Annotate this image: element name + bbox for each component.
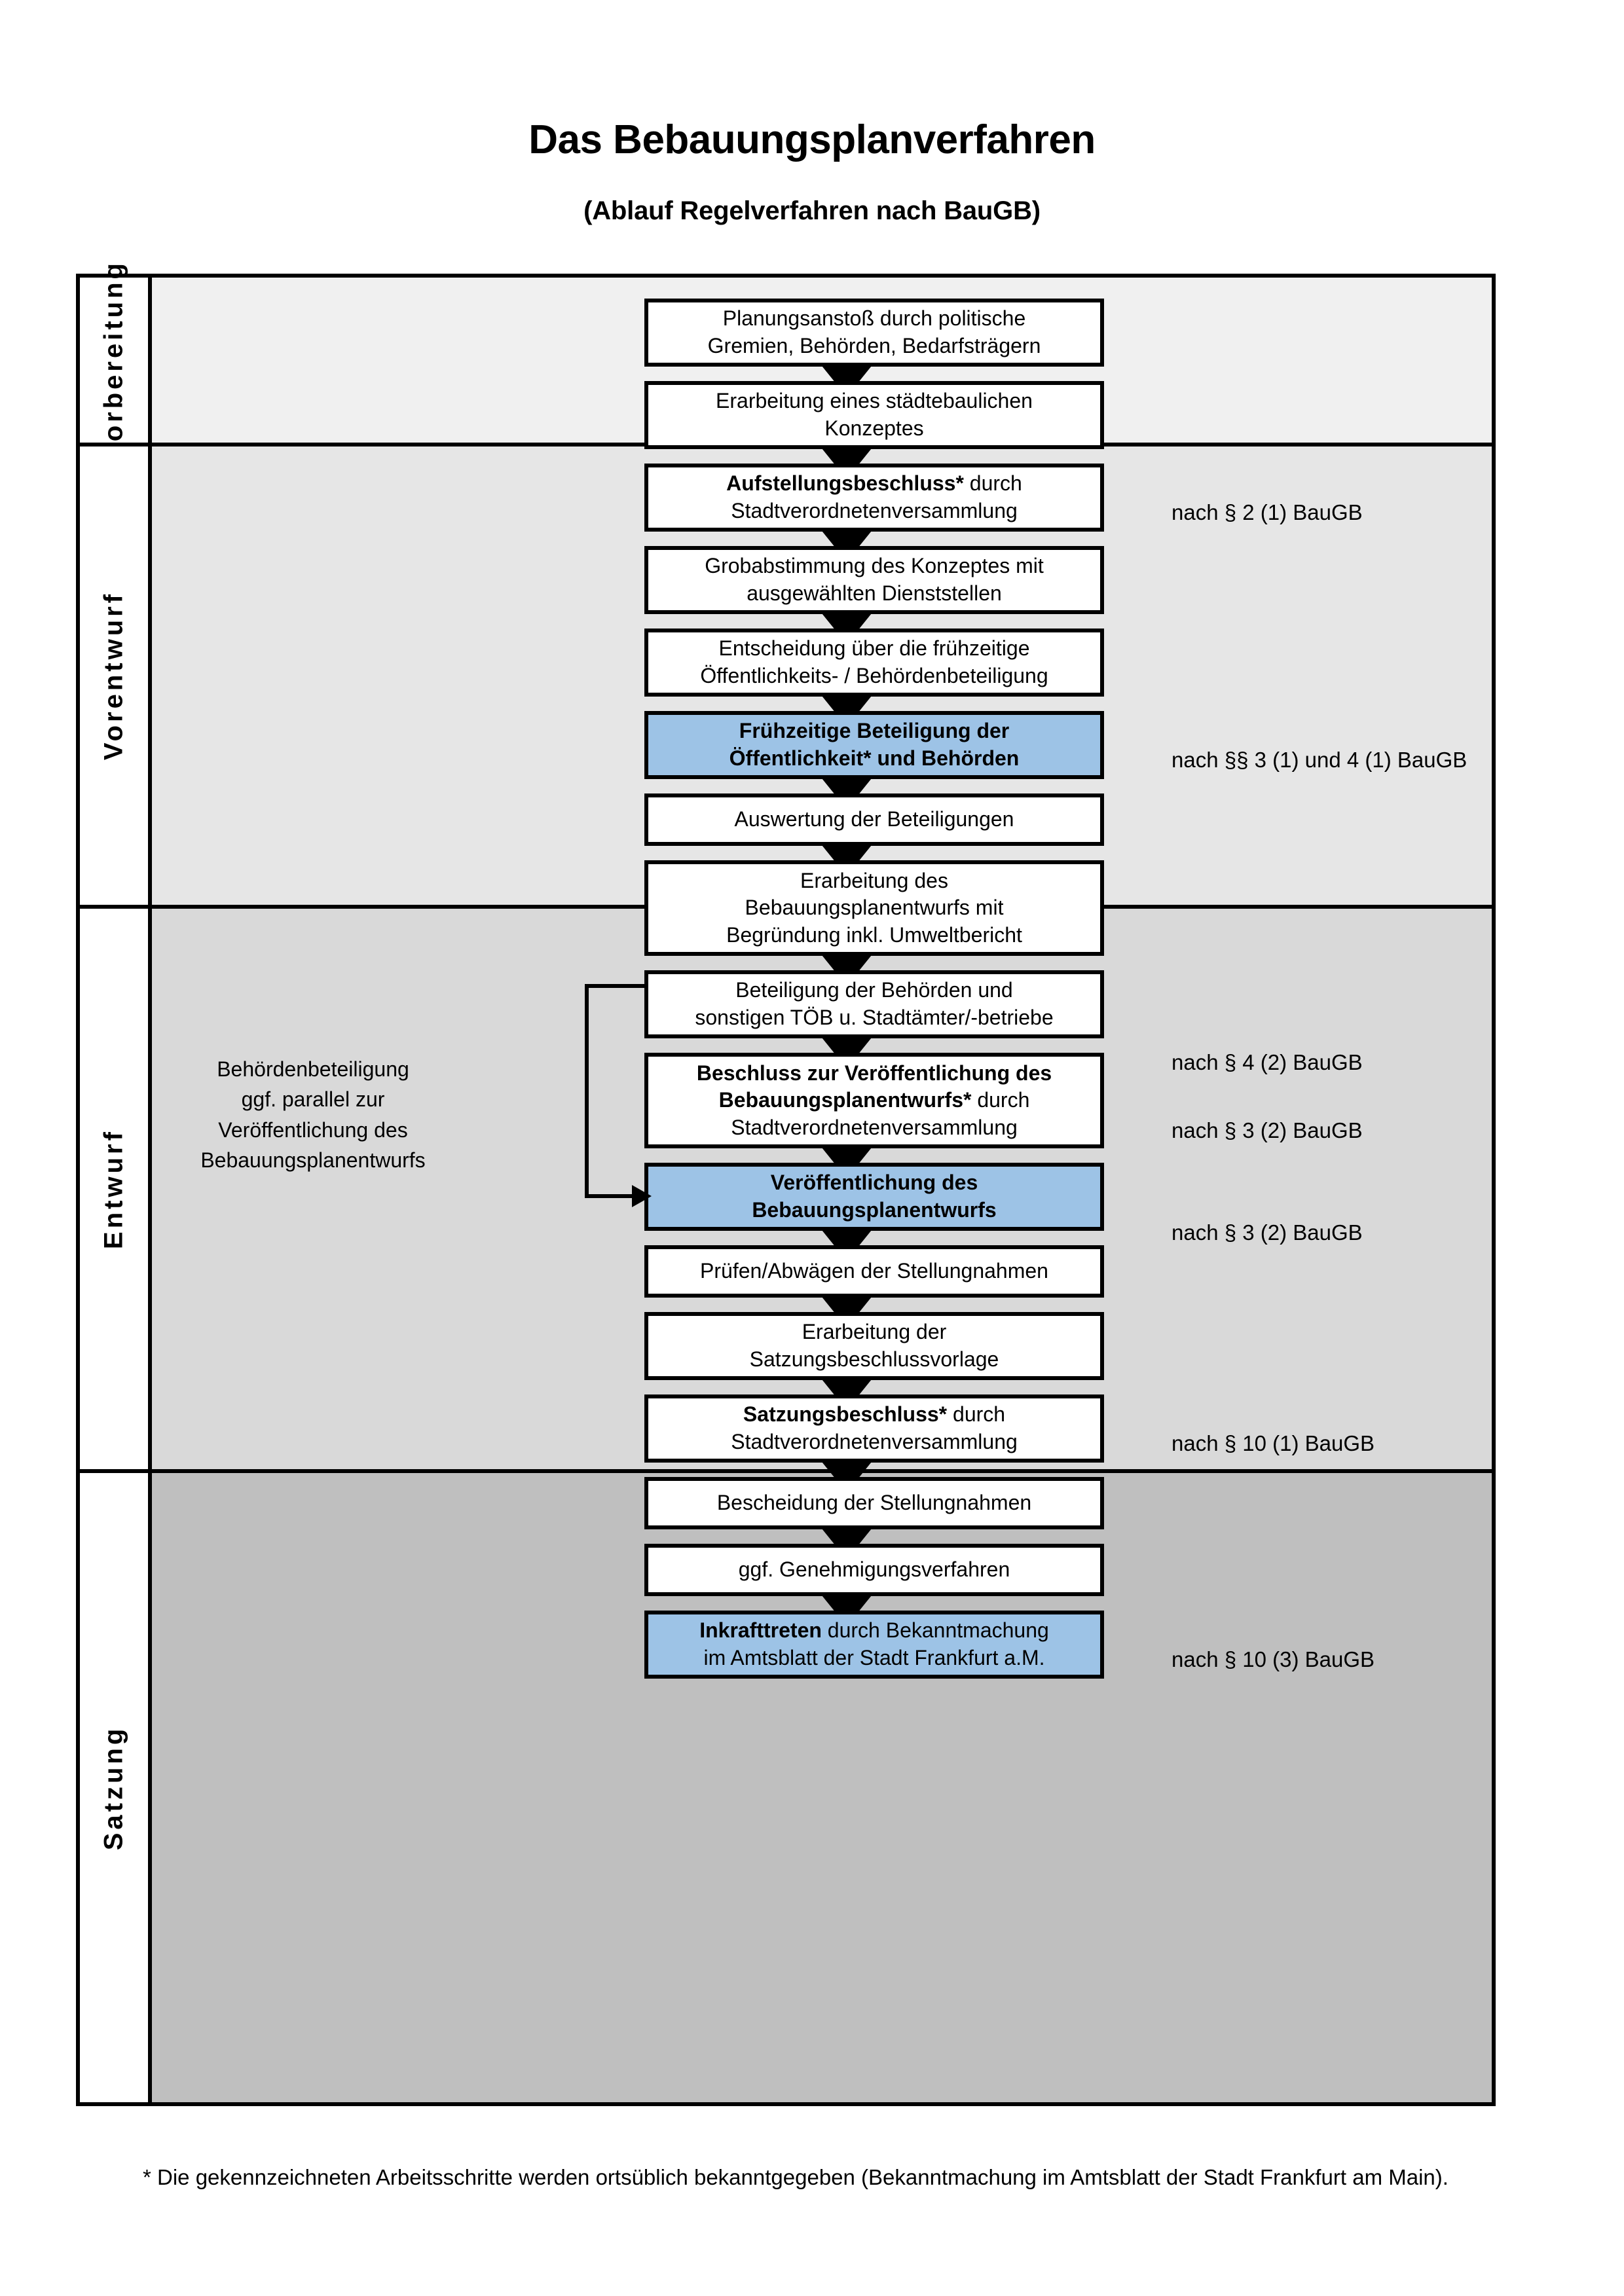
footnote: * Die gekennzeichneten Arbeitsschritte w… — [143, 2165, 1449, 2189]
step-line: Erarbeitung der — [802, 1320, 947, 1344]
step-line-bold: Satzungsbeschluss* — [743, 1402, 948, 1427]
step-line-bold: Inkrafttreten — [699, 1618, 822, 1643]
legal-note-text: nach § 10 (3) BauGB — [1172, 1647, 1375, 1671]
legal-note-satzungsbeschluss: nach § 10 (1) BauGB — [1172, 1431, 1375, 1456]
phase-label-entwurf: Entwurf — [99, 1129, 128, 1249]
step-line: ggf. Genehmigungsverfahren — [738, 1558, 1010, 1582]
step-line-rest: durch — [971, 1088, 1030, 1112]
legal-note-aufstellungsbeschluss: nach § 2 (1) BauGB — [1172, 500, 1363, 525]
step-box-beschluss-veroeffentlichung[interactable]: Beschluss zur Veröffentlichung des Bebau… — [644, 1053, 1104, 1148]
step-box-veroeffentlichung-bplanentwurf[interactable]: Veröffentlichung des Bebauungsplanentwur… — [644, 1163, 1104, 1231]
step-line-bold: Bebauungsplanentwurfs* — [718, 1088, 972, 1112]
step-line: Grobabstimmung des Konzeptes mit — [705, 554, 1044, 578]
step-line: Stadtverordnetenversammlung — [731, 1430, 1018, 1453]
phase-label-satzung: Satzung — [99, 1725, 128, 1850]
step-box-satzungsbeschluss[interactable]: Satzungsbeschluss* durch Stadtverordnete… — [644, 1394, 1104, 1463]
page-title: Das Bebauungsplanverfahren — [528, 117, 1096, 162]
phase-label-cell-satzung: Satzung — [80, 1473, 152, 2102]
step-box-aufstellungsbeschluss[interactable]: Aufstellungsbeschluss* durch Stadtverord… — [644, 464, 1104, 532]
step-box-inkrafttreten[interactable]: Inkrafttreten durch Bekanntmachung im Am… — [644, 1611, 1104, 1679]
legal-note-beschluss-veroeffentlichung: nach § 3 (2) BauGB — [1172, 1118, 1363, 1143]
step-line-rest: durch — [947, 1402, 1006, 1427]
phase-label-vorentwurf: Vorentwurf — [99, 591, 128, 761]
step-box-fruehzeitige-beteiligung[interactable]: Frühzeitige Beteiligung der Öffentlichke… — [644, 711, 1104, 779]
step-line: sonstigen TÖB u. Stadtämter/-betriebe — [695, 1006, 1054, 1029]
flowchart: Vorbereitung Vorentwurf Entwurf Satzung … — [76, 260, 1496, 2106]
legal-note-text: nach §§ 3 (1) und 4 (1) BauGB — [1172, 748, 1467, 772]
step-box-erarbeitung-satzungsbeschlussvorlage[interactable]: Erarbeitung der Satzungsbeschlussvorlage — [644, 1312, 1104, 1380]
step-line: Auswertung der Beteiligungen — [734, 807, 1014, 831]
legal-note-fruehzeitige-beteiligung: nach §§ 3 (1) und 4 (1) BauGB — [1172, 748, 1467, 773]
phase-label-cell-vorbereitung: Vorbereitung — [80, 260, 152, 460]
step-line: im Amtsblatt der Stadt Frankfurt a.M. — [703, 1646, 1045, 1669]
step-box-staedtebauliches-konzept[interactable]: Erarbeitung eines städtebaulichen Konzep… — [644, 381, 1104, 449]
legal-note-text: nach § 3 (2) BauGB — [1172, 1118, 1363, 1142]
step-box-grobabstimmung[interactable]: Grobabstimmung des Konzeptes mit ausgewä… — [644, 546, 1104, 614]
feedback-connector-bottom-segment — [585, 1194, 632, 1198]
step-box-pruefen-abwaegen[interactable]: Prüfen/Abwägen der Stellungnahmen — [644, 1245, 1104, 1298]
step-box-erarbeitung-bplanentwurf[interactable]: Erarbeitung des Bebauungsplanentwurfs mi… — [644, 860, 1104, 956]
step-line: Veröffentlichung des — [770, 1171, 978, 1195]
legal-note-text: nach § 4 (2) BauGB — [1172, 1050, 1363, 1074]
legal-note-veroeffentlichung: nach § 3 (2) BauGB — [1172, 1220, 1363, 1245]
step-line-rest: durch Bekanntmachung — [821, 1618, 1049, 1643]
step-line: Öffentlichkeits- / Behördenbeteiligung — [700, 664, 1048, 687]
feedback-connector-top-segment — [585, 984, 648, 988]
step-line: Begründung inkl. Umweltbericht — [726, 922, 1022, 947]
step-line-bold: Beschluss zur Veröffentlichung des — [696, 1061, 1052, 1085]
step-line: Bebauungsplanentwurfs — [752, 1198, 997, 1222]
page-subtitle: (Ablauf Regelverfahren nach BauGB) — [583, 196, 1041, 226]
step-line-bold: Aufstellungsbeschluss* — [726, 471, 964, 496]
step-line: Stadtverordnetenversammlung — [731, 1115, 1018, 1139]
step-line: Beteiligung der Behörden und — [735, 978, 1013, 1002]
phase-label-cell-vorentwurf: Vorentwurf — [80, 446, 152, 905]
step-line: Gremien, Behörden, Bedarfsträgern — [707, 334, 1041, 357]
step-line: Planungsanstoß durch politische — [722, 306, 1026, 331]
step-line: Entscheidung über die frühzeitige — [718, 636, 1030, 661]
step-box-planungsanstoss[interactable]: Planungsanstoß durch politische Gremien,… — [644, 299, 1104, 367]
legal-note-beteiligung-behoerden: nach § 4 (2) BauGB — [1172, 1050, 1363, 1075]
legal-note-text: nach § 10 (1) BauGB — [1172, 1431, 1375, 1455]
step-box-auswertung-beteiligungen[interactable]: Auswertung der Beteiligungen — [644, 793, 1104, 846]
title-block: Das Bebauungsplanverfahren (Ablauf Regel… — [0, 117, 1624, 226]
step-box-beteiligung-behoerden-toeb[interactable]: Beteiligung der Behörden und sonstigen T… — [644, 970, 1104, 1038]
feedback-connector-vertical-segment — [585, 984, 589, 1198]
step-line: Erarbeitung eines städtebaulichen — [716, 389, 1033, 413]
step-line: ausgewählten Dienststellen — [747, 581, 1002, 605]
side-caption-behoerdenbeteiligung: Behördenbeteiligung ggf. parallel zur Ve… — [200, 1057, 426, 1173]
step-line: Stadtverordnetenversammlung — [731, 499, 1018, 522]
step-line: Öffentlichkeit* und Behörden — [729, 746, 1020, 770]
phase-label-cell-entwurf: Entwurf — [80, 909, 152, 1469]
step-line-rest: durch — [963, 471, 1022, 496]
step-box-entscheidung-fruehzeitige-beteiligung[interactable]: Entscheidung über die frühzeitige Öffent… — [644, 629, 1104, 697]
step-box-genehmigungsverfahren[interactable]: ggf. Genehmigungsverfahren — [644, 1544, 1104, 1596]
step-line: Erarbeitung des — [800, 868, 948, 892]
step-line: Bebauungsplanentwurfs mit — [745, 896, 1004, 920]
flowchart-overlay: Planungsanstoß durch politische Gremien,… — [156, 278, 1496, 2102]
phase-label-vorbereitung: Vorbereitung — [99, 260, 128, 460]
step-line: Prüfen/Abwägen der Stellungnahmen — [700, 1259, 1048, 1283]
legal-note-text: nach § 3 (2) BauGB — [1172, 1220, 1363, 1245]
step-line: Satzungsbeschlussvorlage — [749, 1347, 999, 1371]
legal-note-inkrafttreten: nach § 10 (3) BauGB — [1172, 1647, 1375, 1672]
step-box-bescheidung-stellungnahmen[interactable]: Bescheidung der Stellungnahmen — [644, 1477, 1104, 1529]
step-line: Bescheidung der Stellungnahmen — [716, 1491, 1032, 1515]
legal-note-text: nach § 2 (1) BauGB — [1172, 500, 1363, 524]
step-line: Frühzeitige Beteiligung der — [739, 719, 1010, 743]
step-line: Konzeptes — [824, 416, 924, 440]
feedback-connector-arrowhead-icon — [632, 1185, 652, 1207]
